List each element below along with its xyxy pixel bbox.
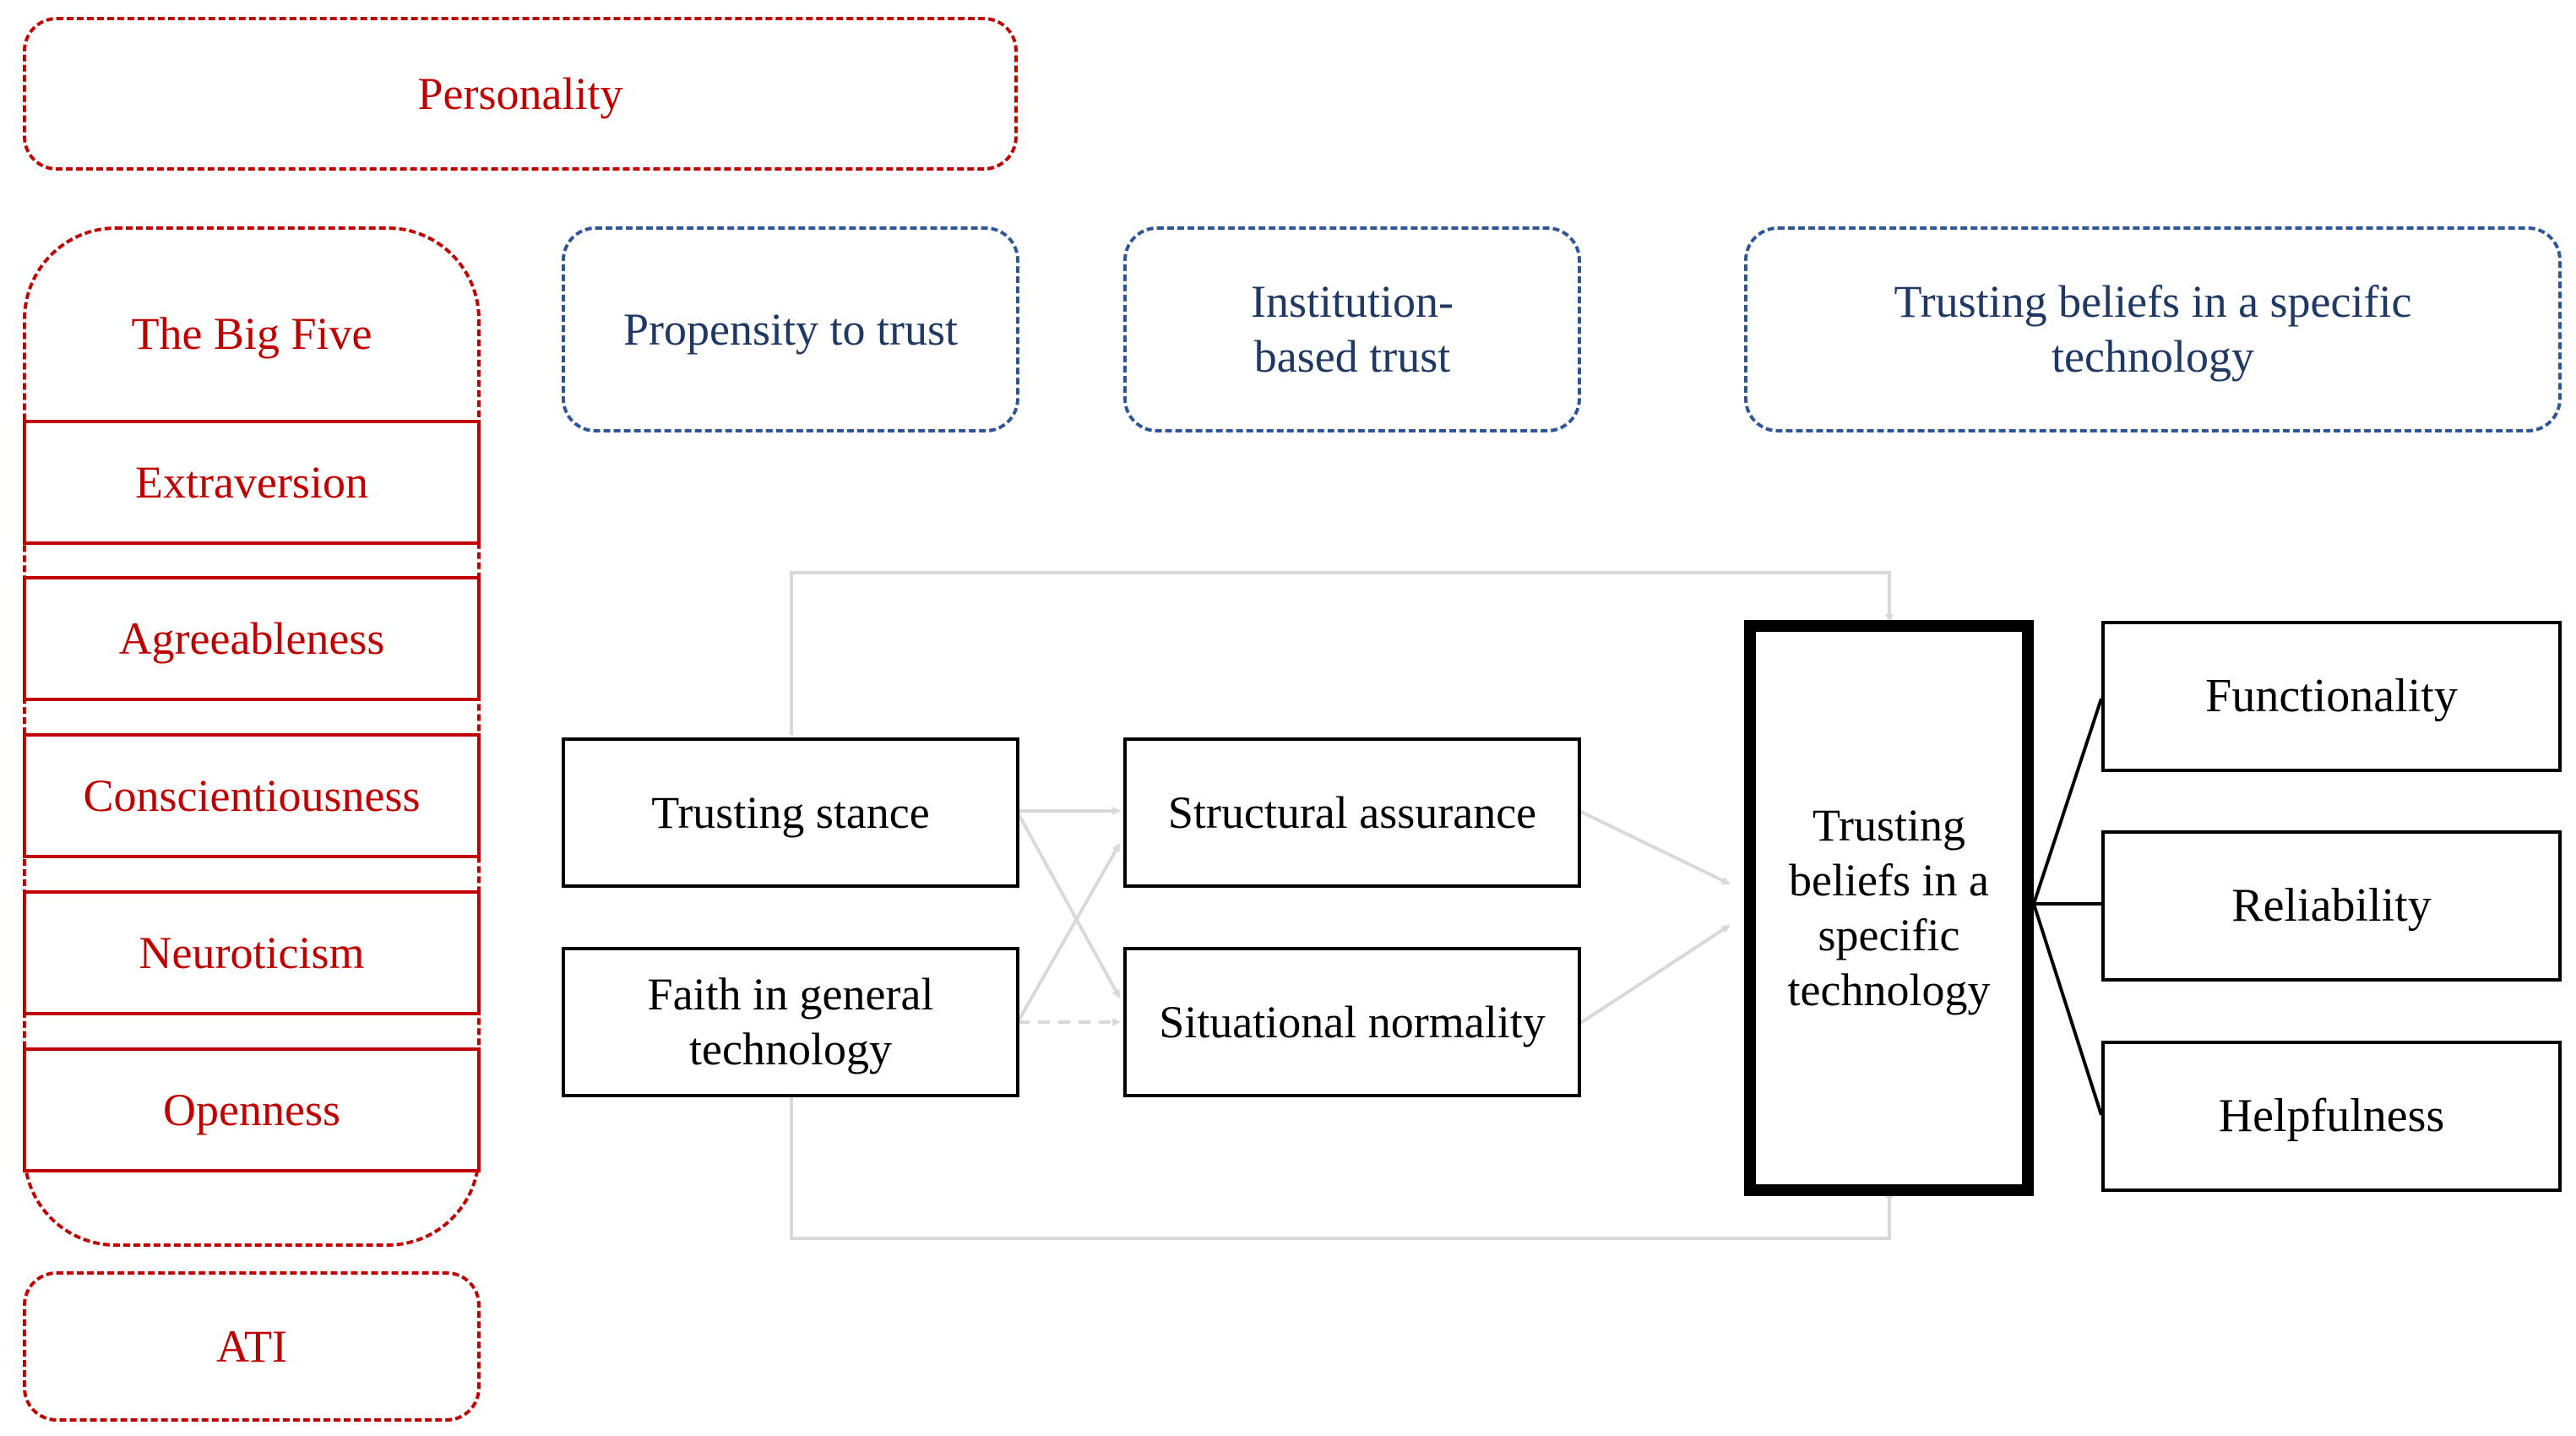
- trait-label: Openness: [163, 1084, 340, 1135]
- outcome-helpfulness: Helpfulness: [2101, 1041, 2562, 1192]
- ati-box: ATI: [23, 1271, 481, 1422]
- faith-box: Faith in general technology: [562, 947, 1019, 1097]
- trait-label: Agreeableness: [118, 612, 385, 664]
- link-beliefs-functionality: [2032, 698, 2103, 905]
- trait-label: Extraversion: [135, 456, 368, 508]
- trait-conscientiousness: Conscientiousness: [23, 733, 481, 858]
- big-five-title: The Big Five: [23, 283, 481, 384]
- trusting-stance-label: Trusting stance: [651, 786, 930, 838]
- category-trusting-beliefs: Trusting beliefs in a specific technolog…: [1744, 226, 2562, 432]
- structural-assurance-label: Structural assurance: [1167, 786, 1537, 838]
- arrow-stance-to-situational: [1016, 812, 1121, 998]
- central-beliefs-box: Trusting beliefs in a specific technolog…: [1744, 620, 2034, 1196]
- category-institution: Institution-based trust: [1123, 226, 1581, 432]
- arrow-faith-to-structural: [1016, 843, 1121, 1023]
- arrow-structural-to-beliefs: [1579, 809, 1731, 885]
- trusting-stance-box: Trusting stance: [562, 737, 1019, 888]
- trait-neuroticism: Neuroticism: [23, 890, 481, 1015]
- outcome-functionality: Functionality: [2101, 621, 2562, 772]
- category-propensity: Propensity to trust: [562, 226, 1019, 432]
- personality-header-label: Personality: [417, 68, 623, 119]
- structural-assurance-box: Structural assurance: [1123, 737, 1581, 888]
- outcome-label: Reliability: [2231, 878, 2432, 932]
- outcome-label: Functionality: [2205, 669, 2458, 722]
- outcome-label: Helpfulness: [2218, 1089, 2445, 1142]
- link-beliefs-helpfulness: [2032, 903, 2103, 1116]
- trait-agreeableness: Agreeableness: [23, 576, 481, 701]
- situational-normality-label: Situational normality: [1159, 996, 1546, 1047]
- ati-label: ATI: [216, 1320, 287, 1372]
- category-propensity-label: Propensity to trust: [622, 303, 958, 355]
- category-trusting-beliefs-label: Trusting beliefs in a specific technolog…: [1894, 276, 2412, 382]
- central-beliefs-label: Trusting beliefs in a specific technolog…: [1787, 800, 1991, 1015]
- trait-openness: Openness: [23, 1047, 481, 1172]
- situational-normality-box: Situational normality: [1123, 947, 1581, 1097]
- faith-label: Faith in general technology: [647, 969, 934, 1074]
- personality-header: Personality: [23, 17, 1018, 171]
- arrow-faith-to-beliefs: [790, 1096, 1894, 1240]
- arrow-stance-to-beliefs: [790, 571, 1894, 735]
- big-five-title-label: The Big Five: [131, 307, 372, 359]
- outcome-reliability: Reliability: [2101, 830, 2562, 982]
- trait-label: Neuroticism: [139, 927, 365, 978]
- arrow-situational-to-beliefs: [1578, 924, 1731, 1025]
- trait-label: Conscientiousness: [83, 770, 421, 821]
- trait-extraversion: Extraversion: [23, 420, 481, 545]
- category-institution-label: Institution-based trust: [1251, 276, 1454, 382]
